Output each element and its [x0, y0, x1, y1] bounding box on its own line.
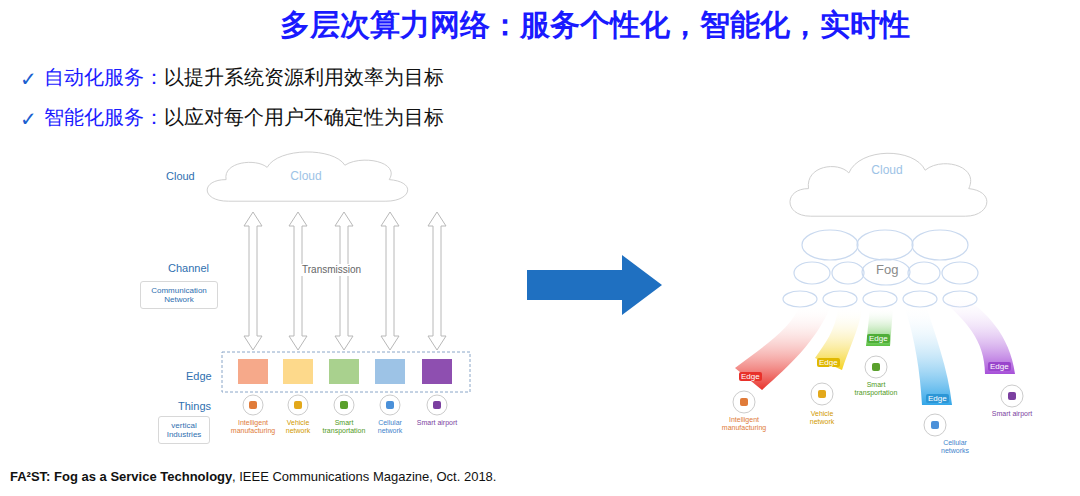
icon-glyph: [818, 390, 826, 398]
fog-ellipses: [783, 230, 978, 307]
double-arrow: [289, 212, 307, 350]
label-text: ✓: [20, 68, 37, 91]
label-text: 以提升系统资源利用效率为目标: [164, 66, 444, 89]
icon-glyph: [1008, 392, 1016, 400]
label-text: Smart transportation: [320, 419, 368, 434]
icon-circle: [1001, 385, 1023, 407]
industry-icons: [243, 356, 1023, 436]
label-text: Smart transportation: [852, 381, 900, 396]
edge-band-tag: Edge: [988, 362, 1011, 371]
icon-circle: [243, 395, 263, 415]
edge-square: [375, 359, 405, 384]
transform-arrow: [527, 255, 662, 315]
edge-group-frame: [222, 352, 470, 392]
transmission-arrows: [244, 212, 446, 350]
cloud-shape: Cloud: [778, 138, 996, 230]
edge-band-tag: Edge: [926, 394, 949, 403]
icon-glyph: [340, 401, 348, 409]
node-text: Edge: [819, 358, 838, 367]
label-text: ✓: [20, 108, 37, 131]
edge-band-tag: Edge: [817, 358, 840, 367]
label-text: 以应对每个用户不确定性为目标: [164, 106, 444, 129]
icon-glyph: [386, 401, 394, 409]
icon-circle: [924, 414, 946, 436]
icon-glyph: [294, 401, 302, 409]
edge-square: [238, 359, 268, 384]
cloud-outline: [778, 138, 996, 230]
label-text: Vehicle network: [798, 410, 846, 425]
edge-bands: [735, 296, 1015, 405]
edge-square: [422, 359, 452, 384]
icon-circle: [427, 395, 447, 415]
title: 多层次算力网络：服务个性化，智能化，实时性: [280, 8, 910, 43]
node-text: Cloud: [871, 163, 902, 177]
label-text: Edge: [186, 370, 212, 383]
icon-glyph: [249, 401, 257, 409]
edge-square: [283, 359, 313, 384]
node-text: Cloud: [290, 169, 321, 183]
label-text: Cloud: [166, 170, 195, 183]
label-text: Things: [178, 400, 211, 413]
edge-band-tag: Edge: [739, 372, 762, 381]
icon-circle: [380, 395, 400, 415]
icon-circle: [733, 391, 755, 413]
cloud-shape: Cloud: [195, 140, 417, 212]
icon-glyph: [740, 398, 748, 406]
label-text: Vehicle network: [274, 419, 322, 434]
label-text: Smart airport: [988, 410, 1036, 418]
label-text: Intelligent manufacturing: [720, 416, 768, 431]
icon-glyph: [931, 421, 939, 429]
icon-circle: [334, 395, 354, 415]
edge-band-tag: Edge: [867, 334, 890, 343]
node-text: vertical Industries: [161, 421, 207, 439]
text-box: vertical Industries: [158, 416, 210, 444]
label-text: Smart airport: [413, 419, 461, 427]
icon-circle: [288, 395, 308, 415]
label-text: Channel: [168, 262, 209, 275]
label-text: Intelligent manufacturing: [229, 419, 277, 434]
cloud-path: [790, 153, 987, 216]
label-text: Cellular networks: [931, 439, 979, 454]
label-text: 智能化服务：: [44, 106, 164, 129]
label-text: 自动化服务：: [44, 66, 164, 89]
label-text: Fog: [876, 263, 898, 278]
node-text: Edge: [928, 394, 947, 403]
edge-square: [329, 359, 359, 384]
label-text: , IEEE Communications Magazine, Oct. 201…: [232, 470, 496, 485]
label-text: Cellular network: [366, 419, 414, 434]
node-text: Communication Network: [143, 286, 215, 304]
icon-circle: [865, 356, 887, 378]
node-text: Edge: [741, 372, 760, 381]
icon-circle: [811, 383, 833, 405]
label-text: Transmission: [300, 264, 363, 276]
cloud-path: [207, 152, 408, 201]
node-text: Edge: [869, 334, 888, 343]
label-text: FA²ST: Fog as a Service Technology: [10, 470, 232, 485]
icon-glyph: [872, 363, 880, 371]
text-box: Communication Network: [140, 281, 218, 309]
icon-glyph: [433, 401, 441, 409]
double-arrow: [428, 212, 446, 350]
double-arrow: [335, 212, 353, 350]
double-arrow: [381, 212, 399, 350]
double-arrow: [244, 212, 262, 350]
node-text: Edge: [990, 362, 1009, 371]
